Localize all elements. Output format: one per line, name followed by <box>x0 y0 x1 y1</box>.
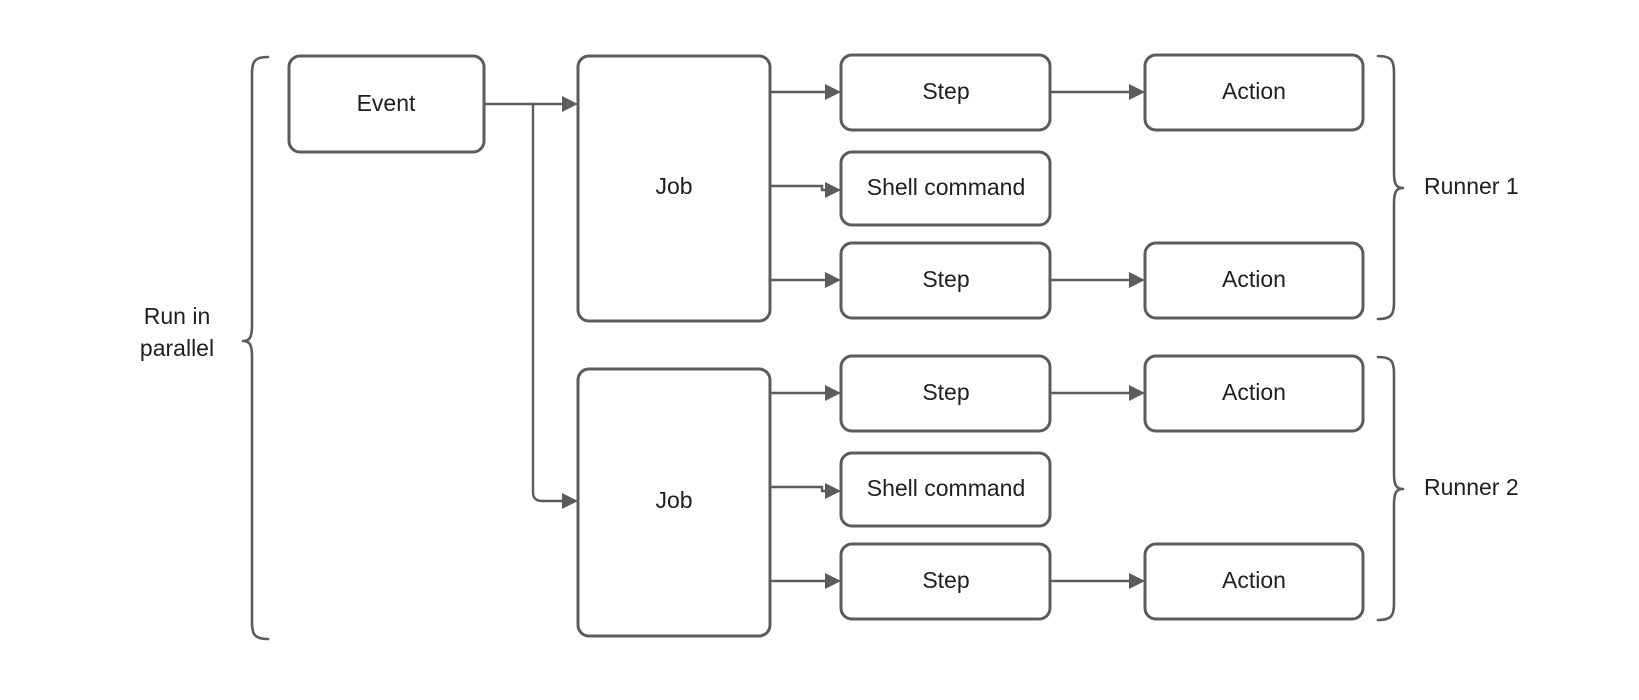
runner1-action1-label: Action <box>1222 78 1286 104</box>
run-in-parallel-label-line2: parallel <box>140 335 214 361</box>
arrowhead-icon <box>825 573 841 589</box>
runner2-brace-group: Runner 2 <box>1376 355 1519 622</box>
edge-event-to-job-bottom <box>531 102 578 509</box>
runner2-step1-node[interactable]: Step <box>839 354 1052 433</box>
edge-runner2-step2-to-action2 <box>1048 573 1145 589</box>
runner1-step1-label: Step <box>922 78 969 104</box>
runner1-step1-node[interactable]: Step <box>839 53 1052 132</box>
runner2-action2-label: Action <box>1222 567 1286 593</box>
runner1-action1-box[interactable] <box>1143 53 1365 132</box>
runner2-shell-label: Shell command <box>867 475 1026 501</box>
runner1-action2-node[interactable]: Action <box>1143 241 1365 320</box>
runner1-action2-box[interactable] <box>1143 241 1365 320</box>
runner2-shell-node[interactable]: Shell command <box>839 451 1052 528</box>
runner1-action2-label: Action <box>1222 266 1286 292</box>
runner1-step2-node[interactable]: Step <box>839 241 1052 320</box>
edge-job-top-to-shell <box>768 182 841 198</box>
runner1-step2-label: Step <box>922 266 969 292</box>
edge-job-bottom-to-step1 <box>768 385 841 401</box>
runner1-shell-box[interactable] <box>839 150 1052 227</box>
arrowhead-icon <box>1129 573 1145 589</box>
runner2-step2-node[interactable]: Step <box>839 542 1052 621</box>
job-top-node[interactable]: Job <box>576 54 772 323</box>
edge-job-top-to-step1 <box>768 84 841 100</box>
edge-job-bottom-to-step2 <box>768 573 841 589</box>
runner2-brace-icon <box>1376 355 1405 622</box>
runner1-action1-node[interactable]: Action <box>1143 53 1365 132</box>
edge-job-top-to-step2 <box>768 272 841 288</box>
runner2-step2-label: Step <box>922 567 969 593</box>
runner1-label: Runner 1 <box>1424 173 1519 199</box>
job-bottom-node-label: Job <box>655 487 692 513</box>
edge-event-to-job-top <box>482 96 578 112</box>
runner2-action2-node[interactable]: Action <box>1143 542 1365 621</box>
arrowhead-icon <box>1129 272 1145 288</box>
job-bottom-node-box[interactable] <box>576 367 772 638</box>
edge-job-bottom-to-shell <box>768 483 841 499</box>
arrowhead-icon <box>825 84 841 100</box>
runner2-action1-box[interactable] <box>1143 354 1365 433</box>
runner2-action1-label: Action <box>1222 379 1286 405</box>
arrowhead-icon <box>825 182 841 198</box>
runner1-shell-node[interactable]: Shell command <box>839 150 1052 227</box>
parallel-brace-group: Run in parallel <box>140 55 270 641</box>
arrowhead-icon <box>825 272 841 288</box>
arrowhead-icon <box>1129 385 1145 401</box>
event-node-label: Event <box>357 90 416 116</box>
edge-runner1-step2-to-action2 <box>1048 272 1145 288</box>
runner2-step1-label: Step <box>922 379 969 405</box>
event-node[interactable]: Event <box>287 54 486 154</box>
job-top-node-box[interactable] <box>576 54 772 323</box>
runner2-shell-box[interactable] <box>839 451 1052 528</box>
job-top-node-label: Job <box>655 173 692 199</box>
arrowhead-icon <box>825 483 841 499</box>
runner1-brace-icon <box>1376 54 1405 321</box>
run-in-parallel-label-line1: Run in <box>144 303 210 329</box>
arrowhead-icon <box>562 96 578 112</box>
runner1-shell-label: Shell command <box>867 174 1026 200</box>
runner2-label: Runner 2 <box>1424 474 1519 500</box>
job-bottom-node[interactable]: Job <box>576 367 772 638</box>
runner1-brace-group: Runner 1 <box>1376 54 1519 321</box>
arrowhead-icon <box>825 385 841 401</box>
arrowhead-icon <box>1129 84 1145 100</box>
runner2-action1-node[interactable]: Action <box>1143 354 1365 433</box>
edge-runner1-step1-to-action1 <box>1048 84 1145 100</box>
run-in-parallel-brace-icon <box>241 55 270 641</box>
edge-runner2-step1-to-action1 <box>1048 385 1145 401</box>
runner2-action2-box[interactable] <box>1143 542 1365 621</box>
arrowhead-icon <box>562 493 578 509</box>
